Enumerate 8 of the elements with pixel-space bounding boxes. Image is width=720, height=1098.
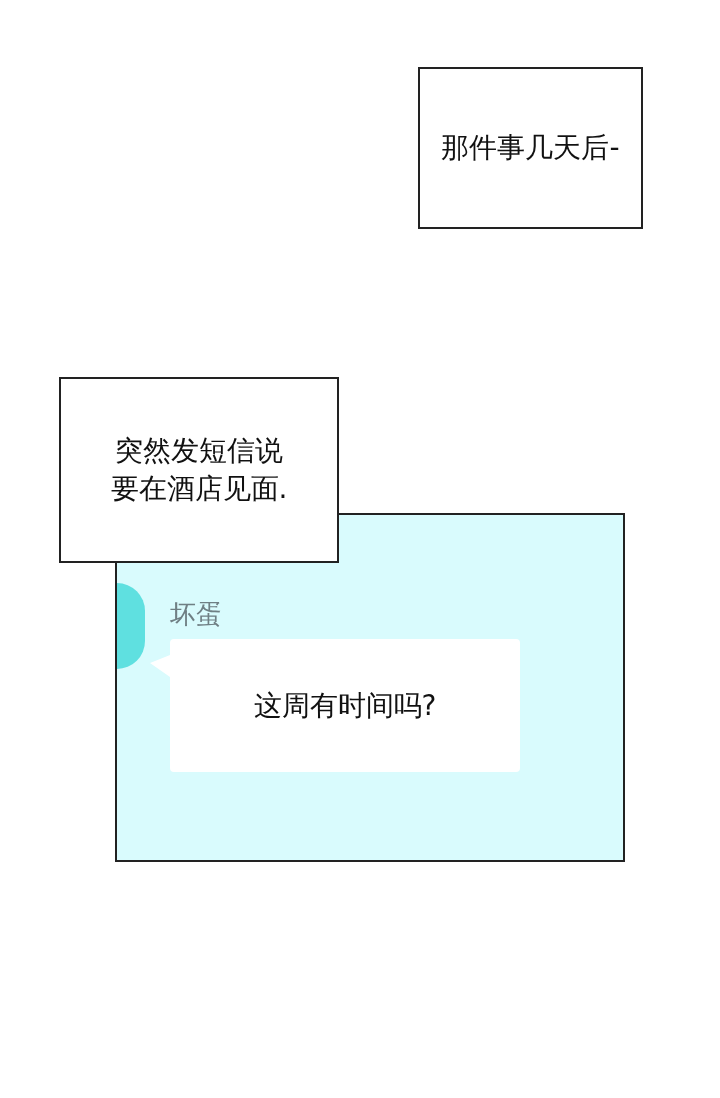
caption-box [418,67,643,229]
message-text: 这周有时间吗? [253,687,437,724]
caption-text: 那件事几天后- [441,130,620,166]
speech-bubble [150,637,520,774]
caption-box [59,377,339,563]
sender-name: 坏蛋 [170,598,222,631]
chat-panel [115,513,625,862]
caption-text: 突然发短信说要在酒店见面. [109,433,289,507]
